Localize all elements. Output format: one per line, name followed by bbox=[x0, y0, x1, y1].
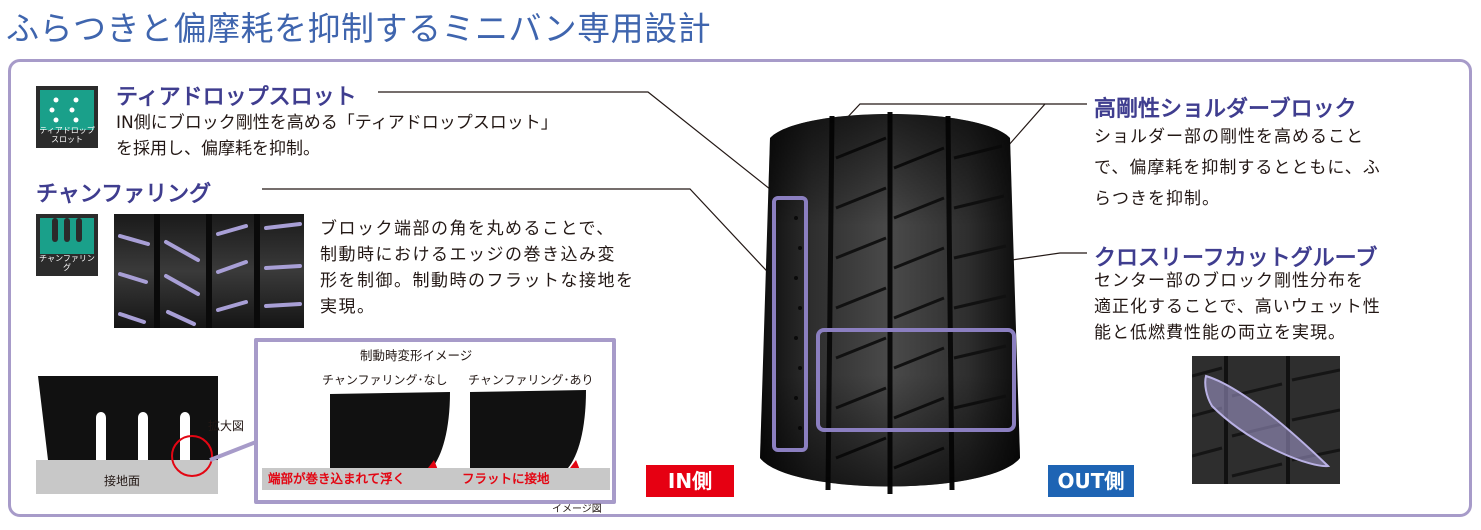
center-highlight bbox=[816, 328, 1016, 432]
block-with-chamfer bbox=[470, 390, 586, 468]
chamfering-line-2: 制動時におけるエッジの巻き込み変 bbox=[320, 245, 616, 265]
groove-description: センター部のブロック剛性分布を 適正化することで、高いウェット性 能と低燃費性能… bbox=[1094, 268, 1381, 346]
deformation-diagram bbox=[36, 338, 616, 504]
with-chamfer-label: チャンファリング･あり bbox=[468, 373, 594, 387]
groove-detail-image bbox=[1192, 356, 1340, 484]
chamfering-description: ブロック端部の角を丸めることで、 制動時におけるエッジの巻き込み変 形を制御。制… bbox=[320, 216, 635, 320]
groove-line-1: センター部のブロック剛性分布を bbox=[1094, 271, 1364, 291]
cross-leaf-highlight bbox=[1204, 374, 1331, 468]
teardrop-slot-icon: ティアドロップスロット bbox=[36, 86, 98, 148]
groove-heading: クロスリーフカットグルーブ bbox=[1094, 246, 1378, 271]
shoulder-line-2: で、偏摩耗を抑制するとともに、ふ bbox=[1094, 158, 1381, 178]
chamfering-icon: チャンファリング bbox=[36, 214, 98, 276]
block-without-chamfer bbox=[330, 392, 450, 476]
with-chamfer-result: フラットに接地 bbox=[462, 471, 550, 486]
out-side-tag: OUT側 bbox=[1048, 465, 1134, 497]
ground-surface bbox=[36, 460, 218, 494]
chamfering-line-3: 形を制御。制動時のフラットな接地を bbox=[320, 271, 635, 291]
image-note: イメージ図 bbox=[552, 504, 602, 515]
without-chamfer-label: チャンファリング･なし bbox=[322, 373, 448, 387]
teardrop-heading: ティアドロップスロット bbox=[116, 85, 357, 110]
zoom-callout-box bbox=[209, 338, 616, 504]
page-title: ふらつきと偏摩耗を抑制するミニバン専用設計 bbox=[6, 9, 712, 48]
shoulder-heading: 高剛性ショルダーブロック bbox=[1094, 97, 1357, 122]
groove-line-3: 能と低燃費性能の両立を実現。 bbox=[1094, 323, 1346, 343]
teardrop-description: IN側にブロック剛性を高める「ティアドロップスロット」 を採用し、偏摩耗を抑制。 bbox=[116, 110, 558, 162]
teardrop-line-2: を採用し、偏摩耗を抑制。 bbox=[116, 139, 320, 159]
in-side-tag: IN側 bbox=[646, 465, 734, 497]
content-frame bbox=[8, 59, 1472, 517]
ground-label: 接地面 bbox=[104, 474, 141, 488]
in-side-highlight bbox=[772, 196, 808, 452]
shoulder-line-3: らつきを抑制。 bbox=[1094, 189, 1220, 209]
groove-line-2: 適正化することで、高いウェット性 bbox=[1094, 297, 1381, 317]
chamfering-heading: チャンファリング bbox=[36, 182, 212, 207]
zoom-label: 拡大図 bbox=[208, 419, 245, 433]
without-chamfer-result: 端部が巻き込まれて浮く bbox=[268, 471, 406, 486]
tread-cross-section bbox=[38, 376, 218, 460]
shoulder-description: ショルダー部の剛性を高めること で、偏摩耗を抑制するとともに、ふ らつきを抑制。 bbox=[1094, 122, 1381, 215]
chamfering-icon-label: チャンファリング bbox=[39, 254, 95, 272]
teardrop-line-1: IN側にブロック剛性を高める「ティアドロップスロット」 bbox=[116, 113, 558, 133]
chamfering-line-4: 実現。 bbox=[320, 297, 376, 317]
shoulder-line-1: ショルダー部の剛性を高めること bbox=[1094, 127, 1364, 147]
teardrop-leader bbox=[378, 91, 791, 206]
teardrop-icon-label: ティアドロップスロット bbox=[39, 126, 95, 144]
chamfering-tread-image bbox=[114, 214, 304, 328]
tire-image bbox=[760, 112, 1020, 494]
chamfering-line-1: ブロック端部の角を丸めることで、 bbox=[320, 219, 615, 239]
zoom-circle bbox=[171, 435, 213, 477]
deformation-title: 制動時変形イメージ bbox=[360, 348, 473, 363]
